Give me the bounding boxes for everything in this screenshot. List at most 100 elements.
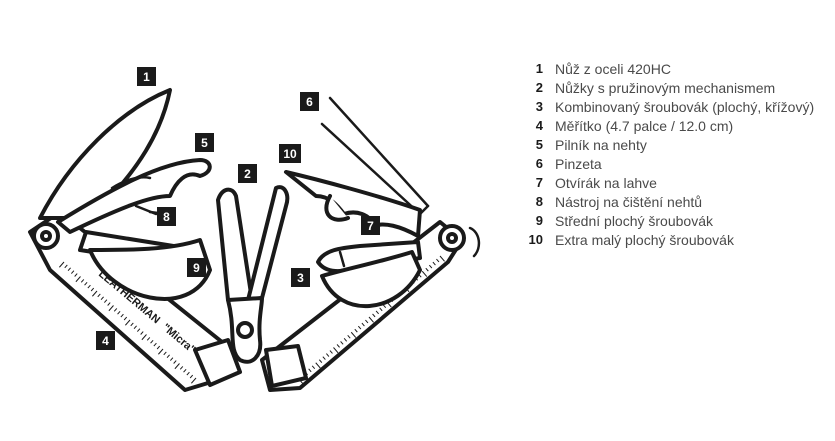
ruler-tick [425, 267, 429, 272]
ruler-tick [343, 338, 348, 342]
ruler-tick [350, 331, 357, 338]
ruler-tick [439, 255, 445, 262]
legend-label: Nástroj na čištění nehtů [555, 193, 703, 210]
ruler-tick [315, 362, 321, 369]
callout-8: 8 [157, 207, 176, 226]
svg-text:5: 5 [201, 136, 208, 150]
ruler-tick [308, 368, 312, 373]
legend-label: Nůž z oceli 420HC [555, 60, 671, 77]
ruler-tick [92, 290, 98, 297]
ruler-tick [163, 351, 167, 356]
ruler-tick [74, 273, 78, 277]
callout-2: 2 [238, 164, 257, 183]
ruler-tick [174, 363, 180, 370]
legend-label: Měřítko (4.7 palce / 12.0 cm) [555, 117, 734, 134]
ruler-tick [107, 302, 111, 306]
ruler-tick [87, 284, 91, 289]
callout-6: 6 [300, 92, 319, 111]
ruler-tick [117, 310, 121, 315]
ruler-tick [70, 270, 75, 274]
legend-item: 4 Měřítko (4.7 palce / 12.0 cm) [527, 116, 814, 135]
ruler-tick [140, 331, 144, 335]
legend-number: 4 [535, 118, 543, 133]
ruler-tick [67, 267, 71, 272]
ruler-tick [186, 371, 190, 376]
ruler-tick [136, 328, 141, 332]
ruler-tick [130, 322, 134, 327]
right-disc [320, 250, 422, 309]
ruler-tick [326, 353, 330, 357]
ruler-tick [84, 281, 88, 286]
ruler-tick [153, 342, 157, 347]
legend-label: Kombinovaný šroubovák (plochý, křížový) [555, 98, 815, 115]
ruler-tick [421, 270, 428, 277]
callout-7: 7 [361, 216, 380, 235]
ruler-tick [372, 313, 376, 318]
ruler-tick [100, 296, 104, 301]
callout-5: 5 [195, 133, 214, 152]
ruler-tick [120, 313, 124, 318]
multitool-diagram: LEATHERMAN "Micra" [28, 67, 481, 392]
ruler-scale [59, 261, 197, 384]
ruler-tick [311, 365, 316, 370]
ruler-tick [365, 319, 369, 324]
ruler-tick [347, 334, 351, 339]
legend-label: Extra malý plochý šroubovák [555, 231, 734, 248]
ruler-tick [75, 276, 81, 283]
ruler-tick [368, 316, 374, 323]
left-disc [88, 238, 212, 301]
ruler-tick [150, 339, 154, 344]
ruler-tick [80, 279, 85, 283]
ruler-tick [340, 341, 344, 345]
callout-10: 10 [279, 144, 301, 163]
legend-item: 1 Nůž z oceli 420HC [527, 59, 814, 78]
ruler-tick [64, 264, 68, 269]
ruler-tick [354, 328, 358, 333]
ruler-tick [179, 366, 184, 370]
ruler-tick [318, 359, 323, 363]
legend-number: 7 [535, 175, 543, 190]
ruler-tick [432, 261, 436, 266]
bottle-opener [284, 170, 422, 238]
legend-number: 3 [535, 99, 543, 114]
legend-number: 1 [535, 61, 543, 76]
scissors [216, 185, 290, 364]
svg-text:2: 2 [244, 167, 251, 181]
svg-text:9: 9 [193, 261, 200, 275]
svg-text:8: 8 [163, 210, 170, 224]
legend-item: 5 Pilník na nehty [527, 135, 814, 154]
svg-text:4: 4 [102, 334, 109, 348]
ruler-tick [357, 325, 362, 330]
ruler-tick [169, 357, 174, 361]
ruler-tick [183, 368, 187, 373]
legend-label: Pilník na nehty [555, 136, 647, 153]
legend-label: Pinzeta [555, 155, 602, 172]
svg-text:1: 1 [143, 70, 150, 84]
ruler-tick [191, 377, 197, 384]
ruler-tick [361, 322, 365, 327]
legend-label: Střední plochý šroubovák [555, 212, 713, 229]
legend-label: Nůžky s pružinovým mechanismem [555, 79, 776, 96]
callout-9: 9 [187, 258, 206, 277]
nail-file [56, 158, 212, 234]
ruler-tick [436, 258, 440, 263]
legend-item: 3 Kombinovaný šroubovák (plochý, křížový) [527, 97, 814, 116]
ruler-tick [108, 305, 114, 312]
ruler-tick [382, 304, 387, 309]
ruler-tick [90, 287, 95, 292]
svg-text:7: 7 [367, 219, 374, 233]
ruler-tick [375, 310, 379, 315]
ruler-tick [146, 337, 151, 341]
ruler-tick [322, 356, 326, 360]
ruler-tick [189, 374, 194, 379]
legend-number: 6 [535, 156, 543, 171]
legend-number: 5 [535, 137, 543, 152]
ruler-tick [173, 360, 177, 364]
ruler-tick [428, 264, 433, 269]
